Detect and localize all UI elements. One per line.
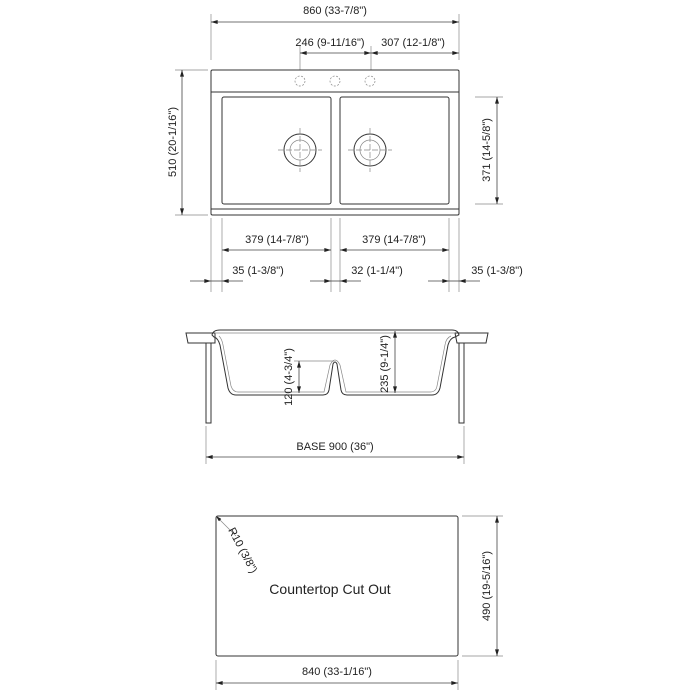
faucet-to-edge-label: 307 (12-1/8") (381, 37, 445, 49)
countertop-right (454, 332, 489, 344)
left-rim-label: 35 (1-3/8") (232, 265, 284, 277)
sink-profile (211, 329, 460, 396)
cabinet-side-right (458, 342, 465, 424)
faucet-spacing-label: 246 (9-11/16") (295, 37, 364, 49)
divider-height-label: 120 (4-3/4") (283, 348, 295, 406)
sink-outline (210, 69, 460, 216)
left-bowl (221, 96, 332, 205)
bowl-height-label: 235 (9-1/4") (379, 335, 391, 393)
drain-icon (348, 128, 392, 172)
faucet-hole-icon (364, 75, 376, 87)
faucet-hole-icon (294, 75, 306, 87)
corner-radius-label: R10 (3/8") (225, 526, 259, 576)
cutout-outline (215, 515, 459, 657)
cutout-width-label: 840 (33-1/16") (302, 666, 372, 678)
divider-label: 32 (1-1/4") (351, 265, 403, 277)
drain-icon (278, 128, 322, 172)
side-view: 120 (4-3/4") 235 (9-1/4") BASE 900 (36") (185, 329, 489, 464)
right-bowl-width-label: 379 (14-7/8") (362, 234, 426, 246)
base-width-label: BASE 900 (36") (296, 441, 373, 453)
overall-width-label: 860 (33-7/8") (303, 5, 367, 17)
right-rim-label: 35 (1-3/8") (471, 265, 523, 277)
top-view: 860 (33-7/8") 246 (9-11/16") 307 (12-1/8… (167, 5, 523, 292)
cabinet-side-left (205, 342, 212, 424)
cutout-view: R10 (3/8") Countertop Cut Out 490 (19-5/… (215, 515, 503, 690)
right-bowl (339, 96, 450, 205)
countertop-left (185, 332, 216, 344)
cutout-depth-label: 490 (19-5/16") (481, 551, 493, 621)
left-bowl-width-label: 379 (14-7/8") (245, 234, 309, 246)
faucet-hole-icon (329, 75, 341, 87)
overall-depth-label: 510 (20-1/16") (167, 107, 179, 177)
bowl-depth-label: 371 (14-5/8") (481, 118, 493, 182)
cutout-title: Countertop Cut Out (269, 581, 391, 597)
